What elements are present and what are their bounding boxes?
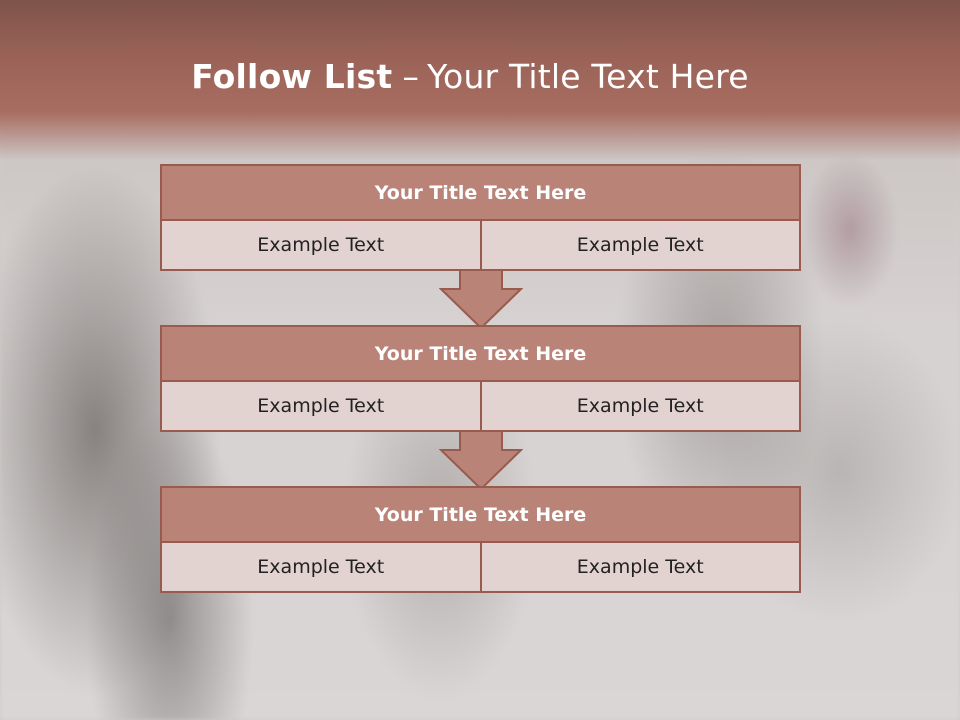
block-cell-left: Example Text <box>257 395 385 417</box>
block-row: Example Text Example Text <box>160 543 801 593</box>
block-cell-left: Example Text <box>257 556 385 578</box>
title-dash: – <box>402 57 420 96</box>
list-block-3: Your Title Text Here Example Text Exampl… <box>160 486 801 593</box>
block-row: Example Text Example Text <box>160 221 801 271</box>
block-title: Your Title Text Here <box>160 164 801 221</box>
title-band <box>0 0 960 160</box>
list-block-1: Your Title Text Here Example Text Exampl… <box>160 164 801 271</box>
title-bold: Follow List <box>191 57 393 96</box>
block-cell-right: Example Text <box>479 221 800 269</box>
block-cell-right: Example Text <box>479 543 800 591</box>
block-row: Example Text Example Text <box>160 382 801 432</box>
title-rest: Your Title Text Here <box>427 57 749 96</box>
slide-title: Follow List–Your Title Text Here <box>0 55 940 99</box>
down-arrow-icon <box>439 270 523 330</box>
block-cell-right: Example Text <box>479 382 800 430</box>
block-title: Your Title Text Here <box>160 325 801 382</box>
list-block-2: Your Title Text Here Example Text Exampl… <box>160 325 801 432</box>
down-arrow-icon <box>439 431 523 491</box>
block-title: Your Title Text Here <box>160 486 801 543</box>
block-cell-left: Example Text <box>257 234 385 256</box>
